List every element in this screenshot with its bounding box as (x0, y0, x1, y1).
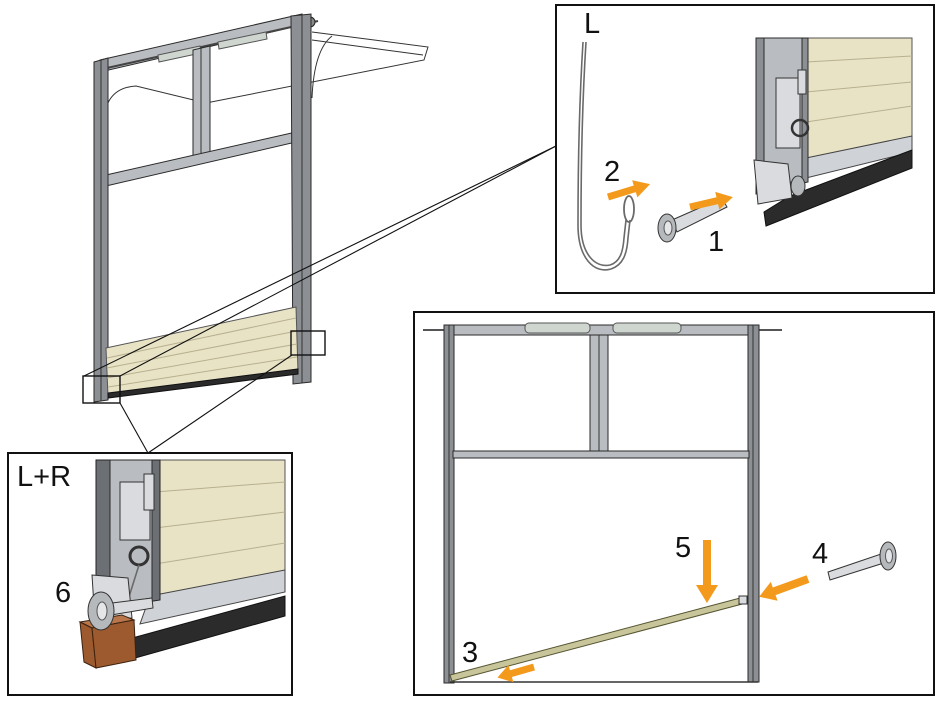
panel-groove (154, 542, 286, 565)
spring-right (612, 322, 682, 334)
lift-cable-inner (580, 41, 627, 267)
spring-right (217, 31, 268, 50)
header-beam (444, 324, 758, 336)
roller-hub (96, 601, 108, 621)
step-4-label: 4 (812, 538, 828, 570)
zoom-box-right (290, 330, 326, 356)
detail-eye-bolt (790, 118, 810, 138)
panel-groove (154, 481, 286, 493)
step-6-label: 6 (55, 577, 71, 609)
panel-groove (106, 343, 298, 379)
step-5-arrow (696, 540, 718, 603)
panel-groove (106, 330, 298, 369)
inset-side-label: L+R (17, 461, 71, 493)
detail-bottom-rail (139, 569, 286, 625)
horizontal-track-right-inner (311, 39, 424, 56)
right-post (290, 13, 312, 385)
inset-bottom-right-frame (413, 311, 935, 696)
panel-groove (154, 511, 286, 529)
leader-line-top-right-a (83, 145, 557, 377)
detail-bracket-bolt (143, 473, 155, 511)
spring-shaft (97, 20, 319, 71)
cable-loop (623, 195, 635, 223)
inset-top-right: L 2 1 (555, 4, 935, 294)
main-door-view (82, 13, 429, 404)
zoom-box-left (82, 375, 121, 404)
step-5-label: 5 (675, 532, 691, 564)
wood-block-front (91, 619, 137, 669)
detail-bottom-seal (763, 149, 913, 227)
panel-groove (805, 81, 913, 93)
step-3-label: 3 (462, 637, 478, 669)
detail-bracket-bolt (797, 69, 807, 95)
step-1-label: 1 (708, 226, 724, 258)
inset-side-label: L (584, 8, 600, 40)
curved-track-right (311, 35, 333, 99)
curved-track-left (103, 85, 207, 123)
detail-bottom-bracket (753, 159, 793, 205)
step-2-label: 2 (604, 156, 620, 188)
inset-bottom-left: L+R 6 (7, 452, 293, 696)
door-bottom-seal (107, 368, 299, 399)
roller-hub (663, 220, 673, 236)
inset-bottom-right: 3 5 4 (413, 311, 935, 696)
leader-line-bottom-left-b (147, 354, 293, 454)
panel-groove (107, 356, 298, 388)
leader-line-top-right-b (119, 145, 557, 377)
support-rod-end (738, 595, 748, 605)
step-2-arrow (606, 180, 651, 201)
panel-groove (106, 317, 297, 359)
detail-roller (790, 175, 806, 197)
leader-lines (83, 145, 557, 454)
step-4-arrow (759, 575, 810, 601)
step-3-arrow (497, 663, 535, 683)
detail-cable-bracket (775, 77, 801, 149)
leader-line-bottom-left-a (119, 402, 149, 454)
step-1-arrow (689, 191, 733, 211)
crossbar (452, 450, 750, 459)
panel-groove (805, 55, 913, 63)
spring-left (524, 322, 591, 334)
panel-groove (805, 105, 913, 123)
roller-hub (885, 548, 893, 564)
horizontal-track-right (205, 31, 429, 104)
lift-cable (577, 41, 631, 271)
